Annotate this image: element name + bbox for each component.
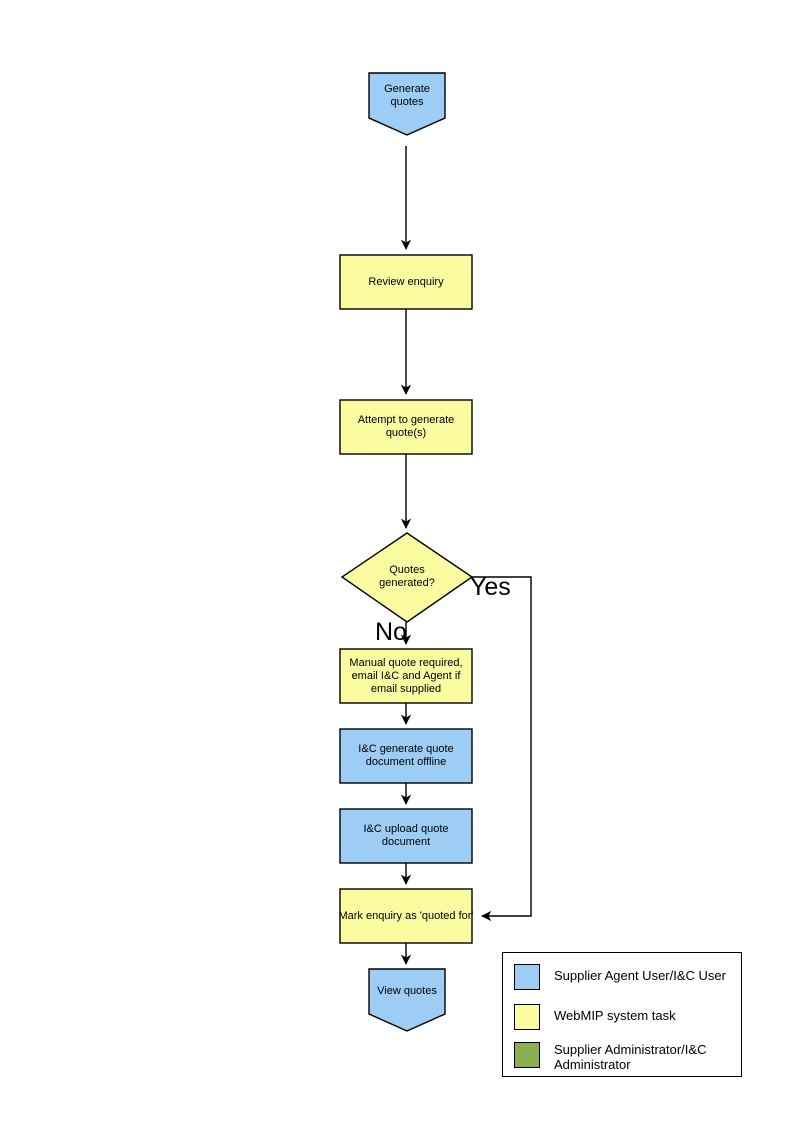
legend-swatch-green bbox=[514, 1042, 540, 1068]
edge-label-yes: Yes bbox=[470, 573, 511, 601]
node-quotes-generated-decision[interactable] bbox=[340, 532, 474, 623]
legend-swatch-blue bbox=[514, 964, 540, 990]
legend-label-supplier-administrator: Supplier Administrator/I&C Administrator bbox=[554, 1042, 707, 1072]
legend: Supplier Agent User/I&C User WebMIP syst… bbox=[502, 952, 742, 1077]
legend-item-supplier-agent-user: Supplier Agent User/I&C User bbox=[514, 964, 726, 990]
node-manual-quote-required[interactable] bbox=[339, 648, 473, 704]
node-ic-generate-quote-document-offline[interactable] bbox=[339, 728, 473, 784]
legend-label-supplier-agent-user: Supplier Agent User/I&C User bbox=[554, 968, 726, 983]
legend-item-webmip-system-task: WebMIP system task bbox=[514, 1004, 676, 1030]
edge-label-no: No bbox=[375, 618, 407, 646]
legend-swatch-yellow bbox=[514, 1004, 540, 1030]
node-review-enquiry[interactable] bbox=[339, 254, 473, 310]
node-ic-upload-quote-document[interactable] bbox=[339, 808, 473, 864]
node-attempt-generate-quotes[interactable] bbox=[339, 399, 473, 455]
edge-decision-yes bbox=[472, 576, 532, 922]
node-view-quotes[interactable] bbox=[368, 968, 446, 1032]
node-mark-enquiry-quoted-for[interactable] bbox=[339, 888, 473, 944]
node-generate-quotes[interactable] bbox=[368, 72, 446, 136]
legend-label-webmip-system-task: WebMIP system task bbox=[554, 1008, 676, 1023]
legend-item-supplier-administrator: Supplier Administrator/I&C Administrator bbox=[514, 1042, 706, 1072]
